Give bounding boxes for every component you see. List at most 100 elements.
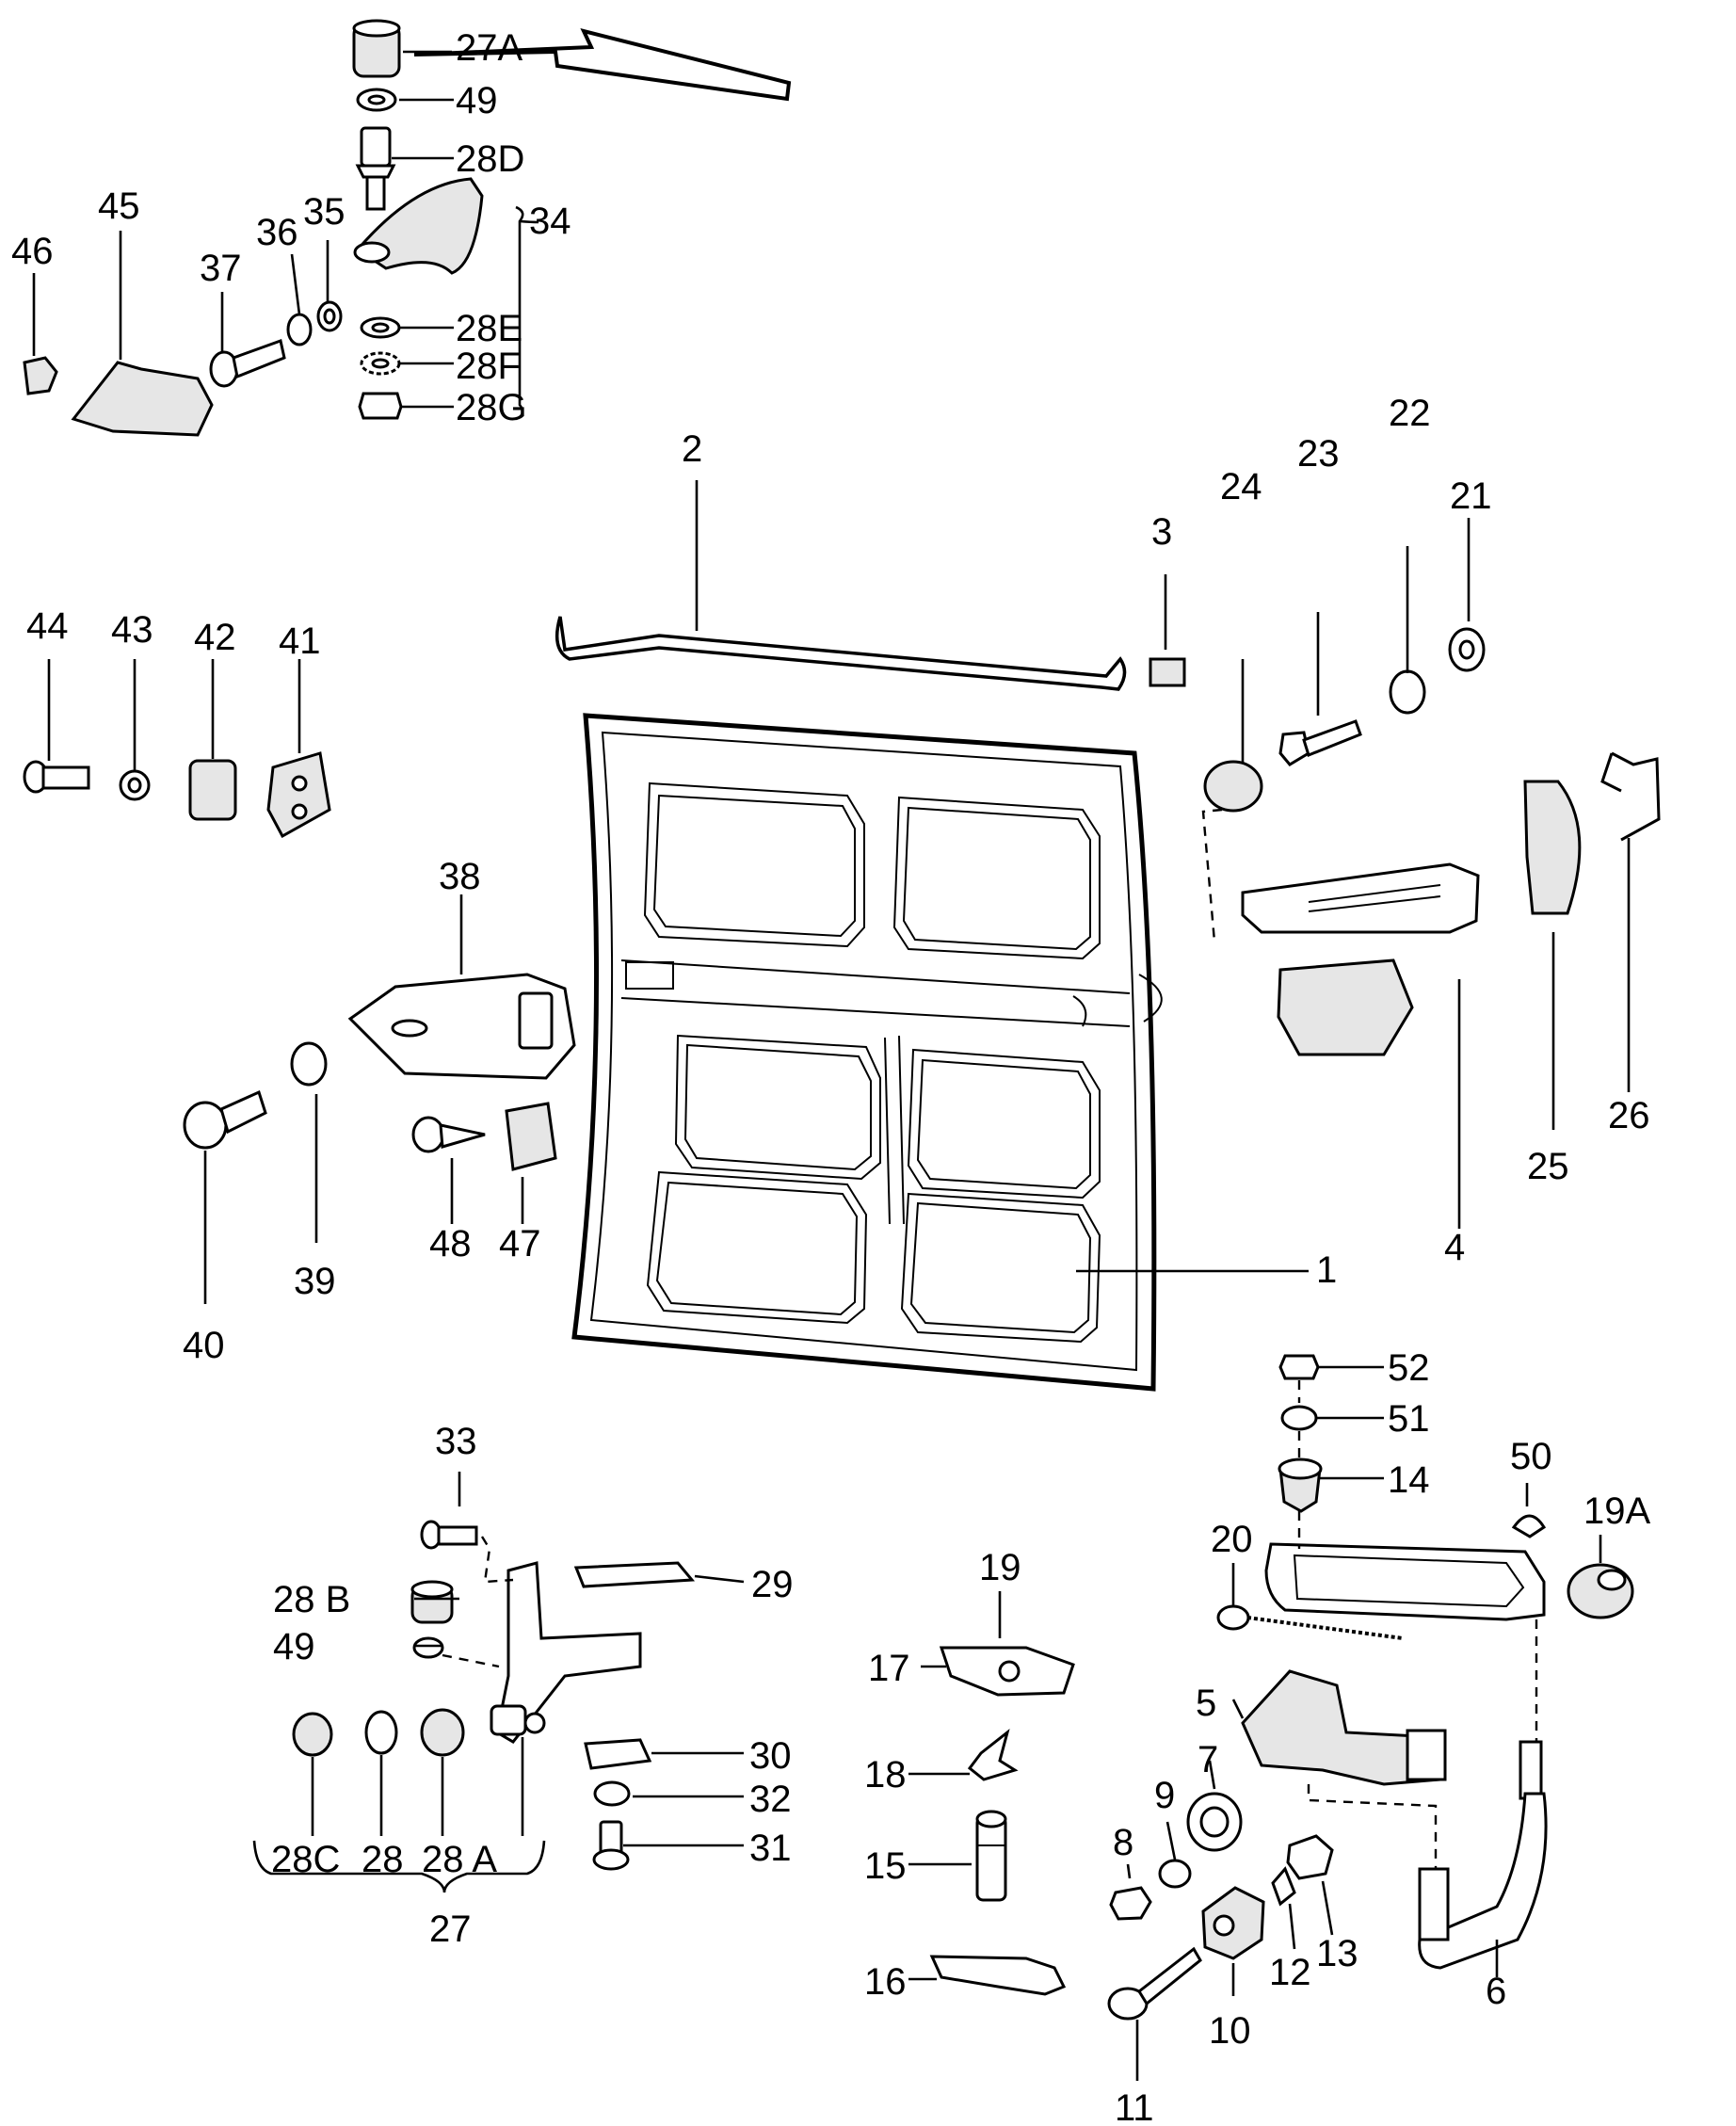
roller-19A	[1567, 1563, 1634, 1619]
handle-25	[1523, 780, 1582, 915]
label-49-top: 49	[456, 80, 498, 121]
spring-clip-26	[1600, 751, 1661, 842]
label-52: 52	[1388, 1347, 1430, 1389]
label-45: 45	[98, 185, 140, 227]
nut-28G	[358, 392, 403, 420]
label-28C: 28C	[271, 1839, 340, 1880]
label-31: 31	[749, 1828, 792, 1869]
label-8: 8	[1113, 1822, 1133, 1863]
shaft-15	[975, 1810, 1007, 1902]
label-51: 51	[1388, 1398, 1430, 1440]
label-20: 20	[1211, 1519, 1253, 1560]
block-42	[188, 759, 237, 821]
label-19: 19	[979, 1547, 1021, 1588]
handle-6	[1418, 1740, 1548, 1970]
label-15: 15	[864, 1845, 907, 1887]
label-2: 2	[682, 428, 702, 470]
label-25: 25	[1527, 1146, 1569, 1187]
label-42: 42	[194, 617, 236, 658]
label-9: 9	[1154, 1775, 1175, 1816]
label-28G: 28G	[456, 387, 527, 428]
label-37: 37	[200, 248, 242, 289]
bolt-11	[1107, 1946, 1202, 2021]
ring-32	[593, 1780, 631, 1807]
lever-17	[939, 1646, 1075, 1697]
door-panel	[571, 713, 1163, 1392]
label-36: 36	[256, 212, 298, 253]
ring-39	[290, 1041, 328, 1087]
roller-7	[1186, 1792, 1243, 1852]
label-41: 41	[279, 620, 321, 662]
label-35: 35	[303, 191, 346, 233]
label-19A: 19A	[1583, 1490, 1650, 1532]
screw-44	[23, 760, 90, 794]
screw-33	[420, 1520, 478, 1550]
label-38: 38	[439, 856, 481, 897]
label-18: 18	[864, 1754, 907, 1796]
label-28B: 28 B	[273, 1579, 350, 1620]
label-33: 33	[435, 1421, 477, 1462]
ring-22	[1389, 669, 1426, 715]
label-27A: 27A	[456, 27, 522, 69]
lockwasher-28F	[360, 351, 401, 376]
screw-37	[209, 339, 286, 388]
label-28D: 28D	[456, 138, 524, 180]
cap-28A	[420, 1708, 465, 1757]
label-23: 23	[1297, 433, 1340, 475]
label-39: 39	[294, 1261, 336, 1302]
arrow-indicator	[413, 28, 792, 102]
label-7: 7	[1198, 1739, 1218, 1780]
pin-assembly	[490, 1704, 546, 1736]
spring-20	[1216, 1604, 1404, 1640]
ring-36	[286, 313, 313, 346]
label-30: 30	[749, 1735, 792, 1777]
screw-48	[411, 1116, 486, 1153]
bolt-31	[592, 1820, 630, 1871]
nut-8	[1109, 1886, 1152, 1921]
clip-12	[1271, 1866, 1296, 1907]
clip-3	[1149, 657, 1186, 687]
bracket-34	[353, 177, 484, 275]
label-48: 48	[429, 1223, 472, 1264]
label-12: 12	[1269, 1952, 1311, 1993]
label-16: 16	[864, 1961, 907, 2003]
label-43: 43	[111, 609, 153, 651]
lockwasher-51	[1280, 1405, 1318, 1431]
housing-5	[1241, 1669, 1447, 1786]
label-3: 3	[1151, 511, 1172, 553]
ring-9	[1158, 1859, 1192, 1889]
label-47: 47	[499, 1223, 541, 1264]
label-13: 13	[1316, 1933, 1358, 1974]
washer-21	[1448, 627, 1486, 672]
callout-labels: 1 2 3 4 5 6 7 8 9 10 11 12 13 14 15 16 1…	[11, 27, 1650, 2126]
guide-45	[71, 361, 214, 437]
lever-16	[929, 1955, 1067, 1996]
label-28: 28	[362, 1839, 404, 1880]
label-4: 4	[1444, 1227, 1465, 1268]
label-28A: 28 A	[422, 1839, 497, 1880]
bracket-29-bar	[573, 1561, 696, 1588]
label-11: 11	[1115, 2087, 1154, 2121]
label-34: 34	[529, 201, 571, 242]
clip-46	[23, 356, 58, 395]
cap-27A	[352, 19, 401, 78]
label-1: 1	[1316, 1249, 1337, 1291]
label-21: 21	[1450, 475, 1492, 517]
label-32: 32	[749, 1779, 792, 1820]
label-14: 14	[1388, 1459, 1430, 1501]
label-27: 27	[429, 1909, 472, 1950]
pin-28D	[355, 126, 396, 211]
label-28F: 28F	[456, 346, 521, 387]
label-22: 22	[1389, 393, 1431, 434]
bolt-40	[183, 1089, 267, 1150]
bushing-14	[1278, 1458, 1323, 1513]
clip-28	[364, 1710, 398, 1755]
carrier-frame	[1264, 1542, 1546, 1621]
pad-24	[1203, 760, 1263, 813]
latch-4	[1241, 862, 1480, 1056]
block-10	[1201, 1886, 1265, 1960]
spacer-28B	[410, 1580, 454, 1624]
label-5: 5	[1196, 1683, 1216, 1724]
